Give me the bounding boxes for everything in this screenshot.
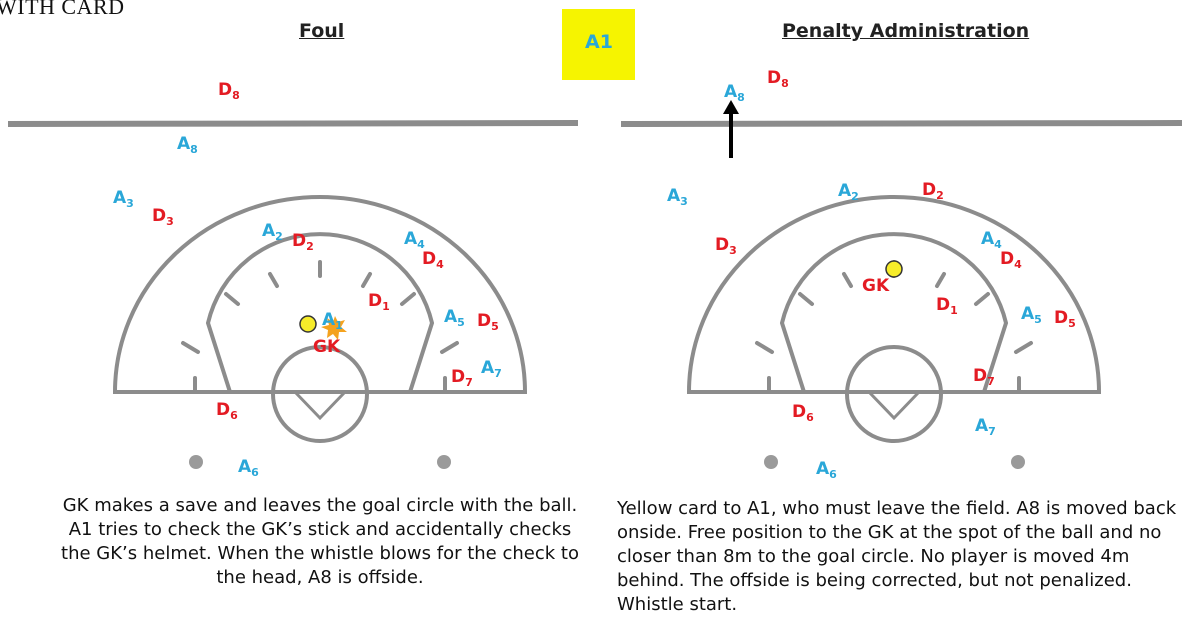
penalty-panel-title: Penalty Administration <box>782 20 1030 42</box>
player-D5: D5 <box>477 311 499 333</box>
foul-field: D8 A8 A3 D3 A2 D2 A4 D4 D1 A1 GK A5 D5 D… <box>7 80 579 479</box>
penalty-dot-right <box>1011 455 1025 469</box>
player-D1: D1 <box>936 295 958 317</box>
foul-contact-burst-icon <box>321 316 347 340</box>
penalty-caption: Yellow card to A1, who must leave the fi… <box>617 498 1177 615</box>
player-A3: A3 <box>667 186 688 208</box>
move-arrow-icon <box>723 100 739 114</box>
player-D6: D6 <box>216 400 238 422</box>
foul-panel-title: Foul <box>299 20 345 42</box>
penalty-ball-icon <box>885 260 903 278</box>
yellow-card: A1 <box>562 9 635 80</box>
player-D7: D7 <box>973 366 995 388</box>
player-A8: A8 <box>177 134 198 156</box>
foul-dot-left <box>189 455 203 469</box>
player-A2: A2 <box>838 181 859 203</box>
player-A5: A5 <box>444 307 465 329</box>
player-GK: GK <box>313 337 341 357</box>
player-D5: D5 <box>1054 308 1076 330</box>
player-D6: D6 <box>792 402 814 424</box>
foul-dot-right <box>437 455 451 469</box>
player-A4: A4 <box>404 229 425 251</box>
player-A5: A5 <box>1021 304 1042 326</box>
foul-ball-icon <box>299 315 317 333</box>
player-D8: D8 <box>767 68 789 90</box>
player-D4: D4 <box>1000 249 1022 271</box>
player-A3: A3 <box>113 188 134 210</box>
player-GK: GK <box>862 276 890 296</box>
player-D3: D3 <box>152 206 174 228</box>
player-A1: A1 <box>322 310 343 332</box>
player-D4: D4 <box>422 249 444 271</box>
player-A6: A6 <box>816 459 837 481</box>
card-player-label: A1 <box>585 31 613 53</box>
player-D7: D7 <box>451 367 473 389</box>
player-D1: D1 <box>368 291 390 313</box>
player-A7: A7 <box>975 416 996 438</box>
foul-restraining-line <box>7 120 579 127</box>
player-D2: D2 <box>292 231 314 253</box>
player-A4: A4 <box>981 229 1002 251</box>
player-A7: A7 <box>481 358 502 380</box>
penalty-field: A8 D8 A3 A2 D2 D3 A4 D4 GK D1 A5 D5 D7 D… <box>620 68 1182 481</box>
player-A2: A2 <box>262 221 283 243</box>
foul-caption: GK makes a save and leaves the goal circ… <box>61 495 579 588</box>
player-A6: A6 <box>238 457 259 479</box>
player-D2: D2 <box>922 180 944 202</box>
player-D3: D3 <box>715 235 737 257</box>
penalty-dot-left <box>764 455 778 469</box>
page-title: WITH CARD <box>0 0 125 19</box>
player-D8: D8 <box>218 80 240 102</box>
player-A8: A8 <box>724 82 745 104</box>
penalty-restraining-line <box>620 120 1182 127</box>
